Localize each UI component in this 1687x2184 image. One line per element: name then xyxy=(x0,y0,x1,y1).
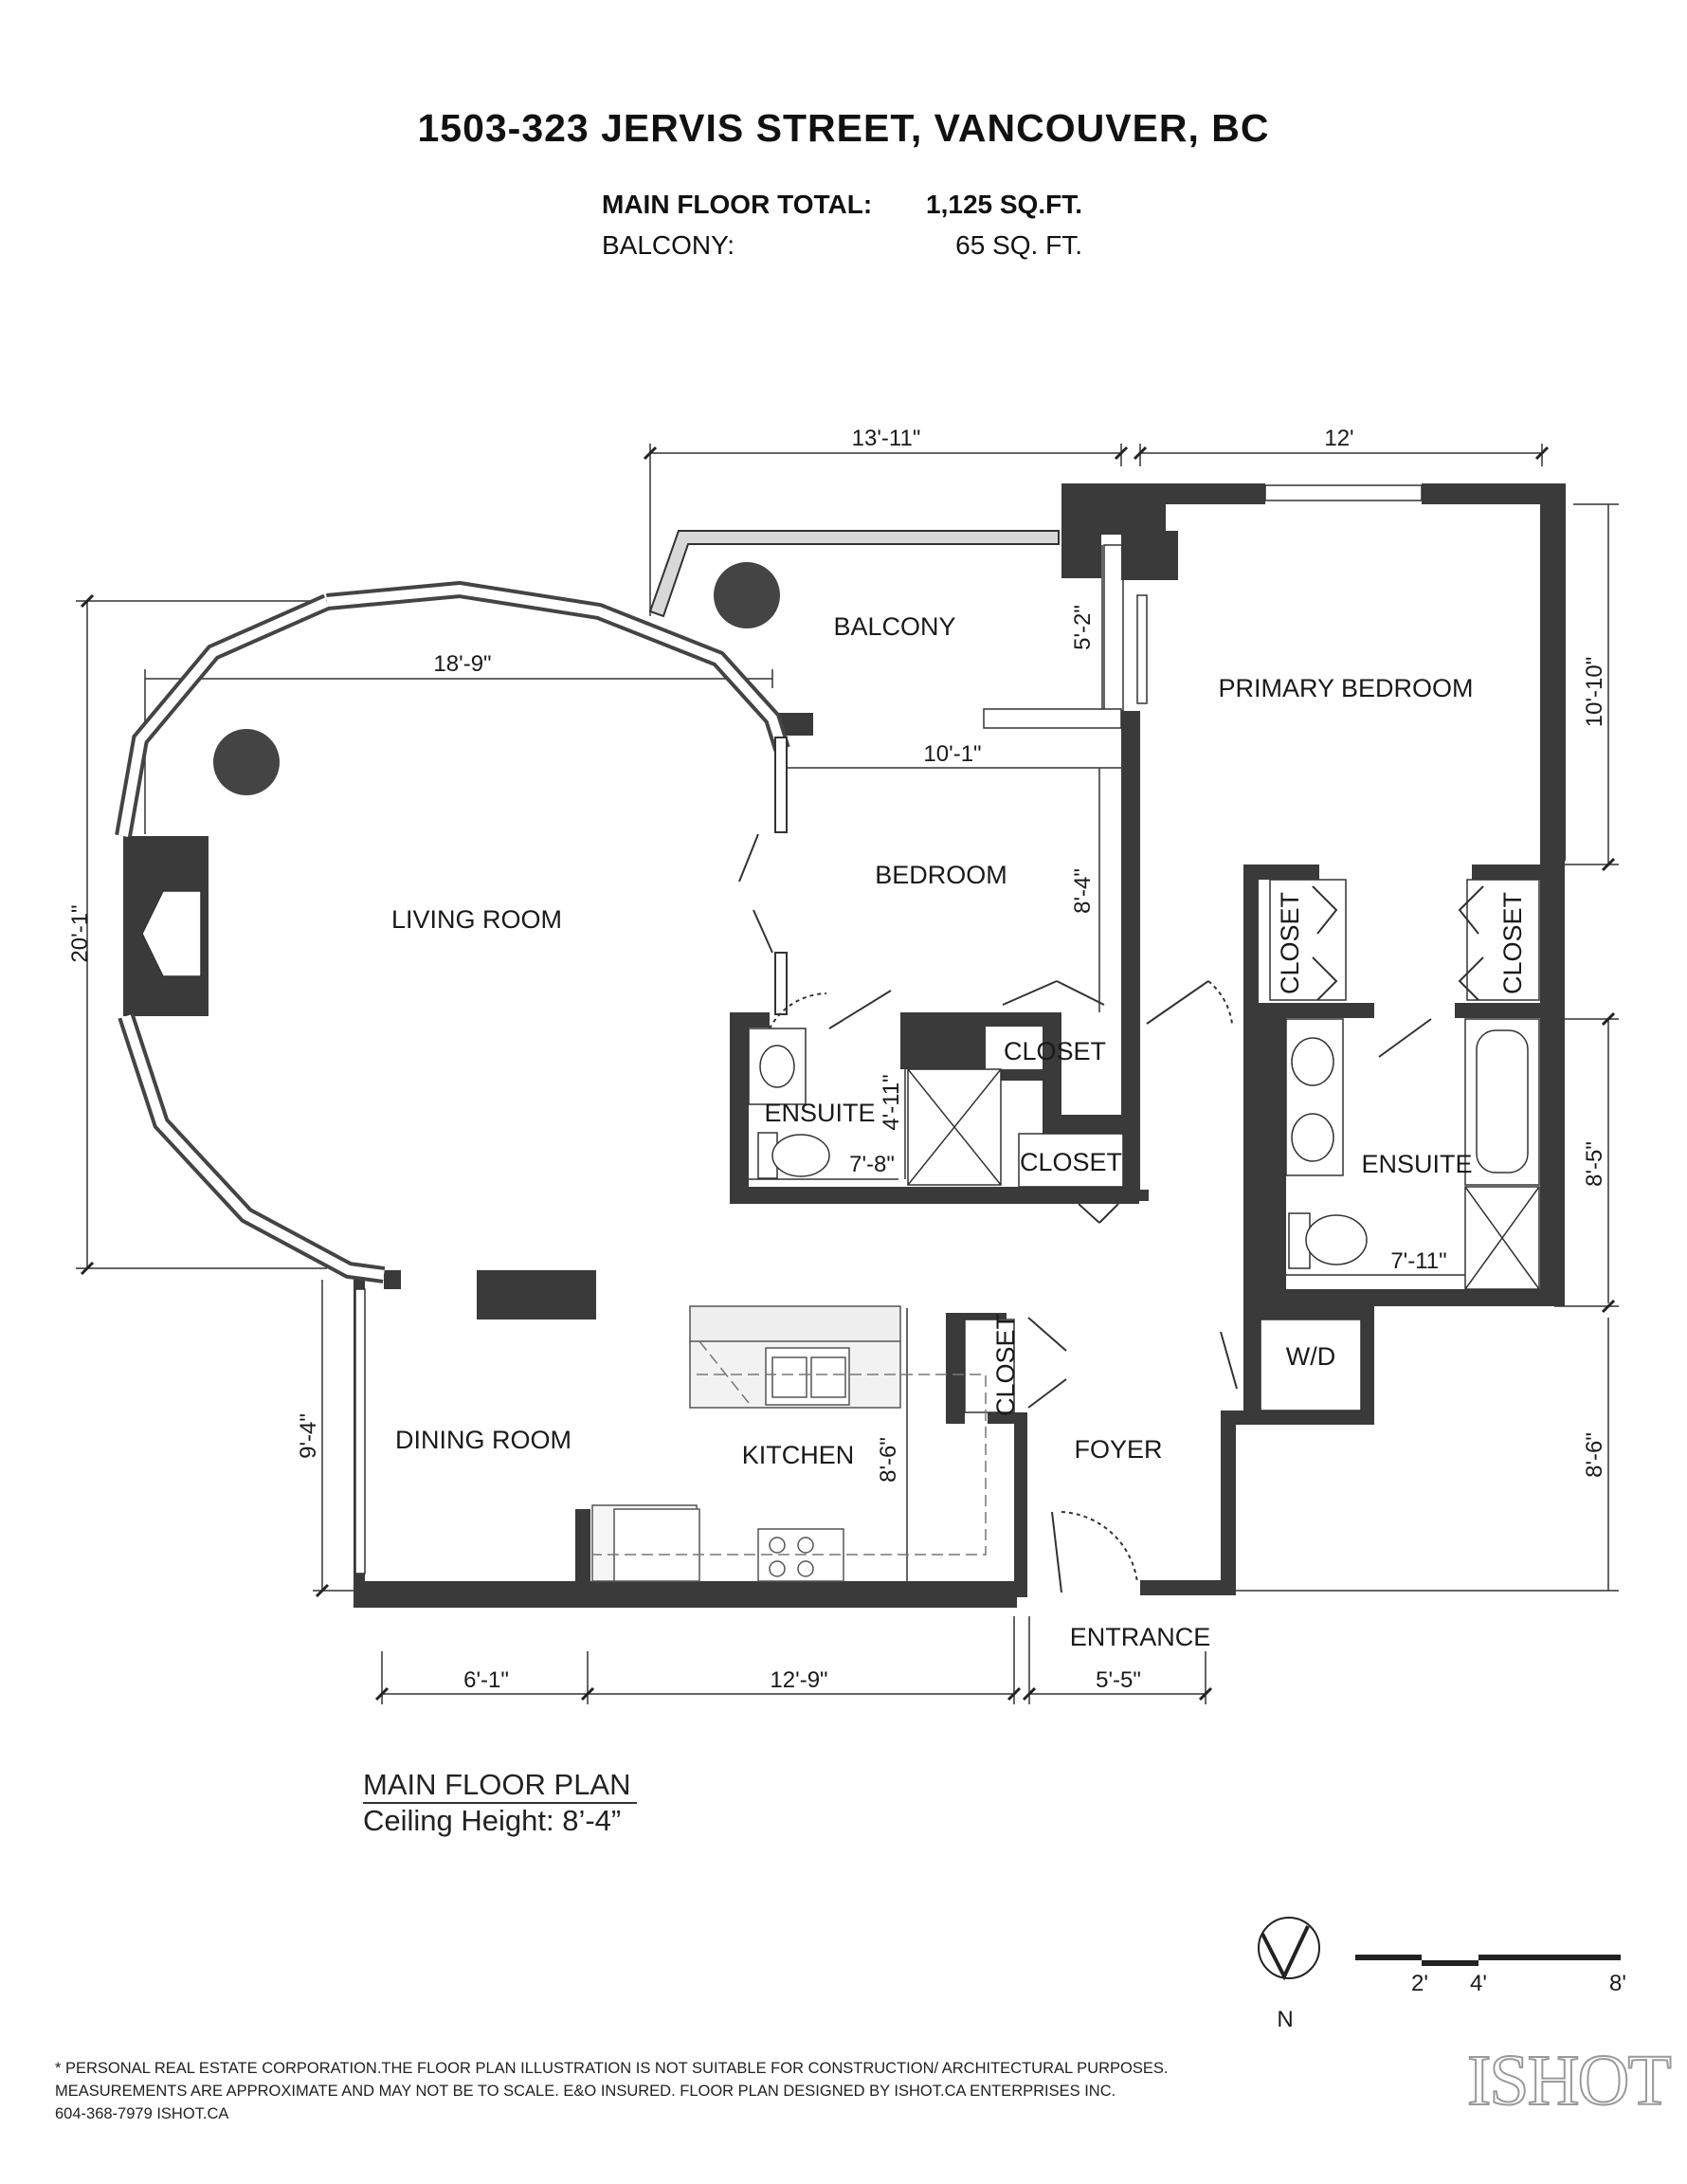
balcony-column xyxy=(714,562,780,628)
kitchen-fixtures xyxy=(591,1305,901,1582)
dim-bedroom-width: 10'-1" xyxy=(923,741,981,767)
small-ensuite-fixtures xyxy=(748,1028,1002,1186)
dim-kitchen-width: 12'-9" xyxy=(770,1667,827,1693)
north-arrow-icon xyxy=(1258,1917,1320,1981)
dim-bedroom-depth: 8'-4" xyxy=(1070,868,1096,914)
main-floor-area-label: MAIN FLOOR TOTAL: xyxy=(602,190,873,219)
dim-primary-width: 12' xyxy=(1324,426,1353,451)
dim-entrance-width: 5'-5" xyxy=(1096,1667,1141,1693)
room-label-closet-primary-right: CLOSET xyxy=(1498,892,1527,994)
dim-kitchen-depth: 8'-6" xyxy=(876,1437,901,1483)
balcony-area: BALCONY: 65 SQ. FT. xyxy=(602,230,1082,261)
main-floor-area: MAIN FLOOR TOTAL: 1,125 SQ.FT. xyxy=(602,190,1082,220)
room-label-bedroom: BEDROOM xyxy=(875,861,1007,889)
dimension-ticks xyxy=(80,446,1616,1702)
label-washer-dryer: W/D xyxy=(1286,1342,1335,1371)
primary-closet-left xyxy=(1269,879,1347,1001)
bedroom-partition xyxy=(738,737,788,1015)
dim-primary-ensuite-width: 7'-11" xyxy=(1390,1248,1446,1274)
bedroom-closet-fill xyxy=(986,1027,1043,1069)
windows xyxy=(354,484,1423,1574)
balcony-outline xyxy=(648,530,1124,712)
living-room-window-wall-bottom xyxy=(118,1013,386,1283)
dim-balcony-depth: 5'-2" xyxy=(1070,605,1096,650)
kitchen-counter-outline xyxy=(592,1340,987,1556)
scale-bar xyxy=(1355,1955,1621,1966)
primary-ensuite-fixtures xyxy=(1285,1018,1540,1290)
dim-living-width: 18'-9" xyxy=(433,651,491,677)
disclaimer-line-3: 604-368-7979 ISHOT.CA xyxy=(55,2105,229,2122)
kitchen-closet xyxy=(964,1319,1015,1413)
dim-small-ensuite-width: 7'-8" xyxy=(849,1152,895,1177)
disclaimer: * PERSONAL REAL ESTATE CORPORATION.THE F… xyxy=(55,2057,1420,2125)
room-label-foyer: FOYER xyxy=(1074,1435,1162,1464)
dim-living-depth: 20'-1" xyxy=(67,904,93,962)
plan-caption-title: MAIN FLOOR PLAN xyxy=(363,1768,637,1804)
dim-dining-depth: 9'-4" xyxy=(296,1413,321,1459)
fireplace-opening xyxy=(141,890,202,977)
room-label-living-room: LIVING ROOM xyxy=(391,905,562,934)
disclaimer-line-2: MEASUREMENTS ARE APPROXIMATE AND MAY NOT… xyxy=(55,2083,1116,2100)
room-label-ensuite-primary: ENSUITE xyxy=(1361,1150,1472,1178)
room-label-entrance: ENTRANCE xyxy=(1070,1623,1211,1651)
room-label-closet-primary-left: CLOSET xyxy=(1276,892,1304,994)
dim-balcony-width: 13'-11" xyxy=(852,426,921,451)
ceiling-height: Ceiling Height: 8’-4” xyxy=(363,1803,622,1837)
dim-primary-depth: 10'-10" xyxy=(1582,657,1607,727)
ishot-logo: ISHOT xyxy=(1466,2040,1673,2121)
dim-foyer-depth: 8'-6" xyxy=(1582,1432,1607,1478)
scale-label-2: 2' xyxy=(1411,1971,1428,1996)
living-room-window-wall xyxy=(326,580,790,752)
disclaimer-line-1: * PERSONAL REAL ESTATE CORPORATION.THE F… xyxy=(55,2060,1169,2077)
dim-dining-width: 6'-1" xyxy=(463,1667,509,1693)
room-label-primary-bedroom: PRIMARY BEDROOM xyxy=(1218,674,1473,702)
property-address-title: 1503-323 JERVIS STREET, VANCOUVER, BC xyxy=(417,106,1270,150)
hall-closet xyxy=(1018,1133,1124,1188)
plan-caption: MAIN FLOOR PLAN Ceiling Height: 8’-4” xyxy=(363,1768,637,1837)
walls xyxy=(123,483,1566,1608)
north-label: N xyxy=(1277,2007,1293,2032)
room-label-closet-bedroom: CLOSET xyxy=(1004,1037,1106,1065)
dimension-lines xyxy=(76,444,1619,1704)
room-label-closet-kitchen: CLOSET xyxy=(991,1314,1020,1416)
living-room-column xyxy=(213,729,280,795)
scale-label-8: 8' xyxy=(1609,1971,1626,1996)
washer-dryer xyxy=(1260,1319,1362,1411)
balcony-area-label: BALCONY: xyxy=(602,230,735,260)
dim-small-ensuite-depth: 4'-11" xyxy=(879,1074,904,1130)
dim-primary-ensuite-depth: 8'-5" xyxy=(1582,1141,1607,1187)
room-label-balcony: BALCONY xyxy=(833,612,955,641)
primary-closet-right xyxy=(1466,879,1540,1001)
room-label-ensuite-small: ENSUITE xyxy=(764,1099,875,1127)
room-label-kitchen: KITCHEN xyxy=(742,1441,855,1469)
room-label-dining-room: DINING ROOM xyxy=(395,1426,571,1454)
main-floor-area-value: 1,125 SQ.FT. xyxy=(926,190,1082,219)
balcony-area-value: 65 SQ. FT. xyxy=(955,230,1082,260)
room-label-closet-hall: CLOSET xyxy=(1020,1148,1122,1176)
scale-label-4: 4' xyxy=(1470,1971,1487,1996)
doors xyxy=(769,885,1484,1593)
